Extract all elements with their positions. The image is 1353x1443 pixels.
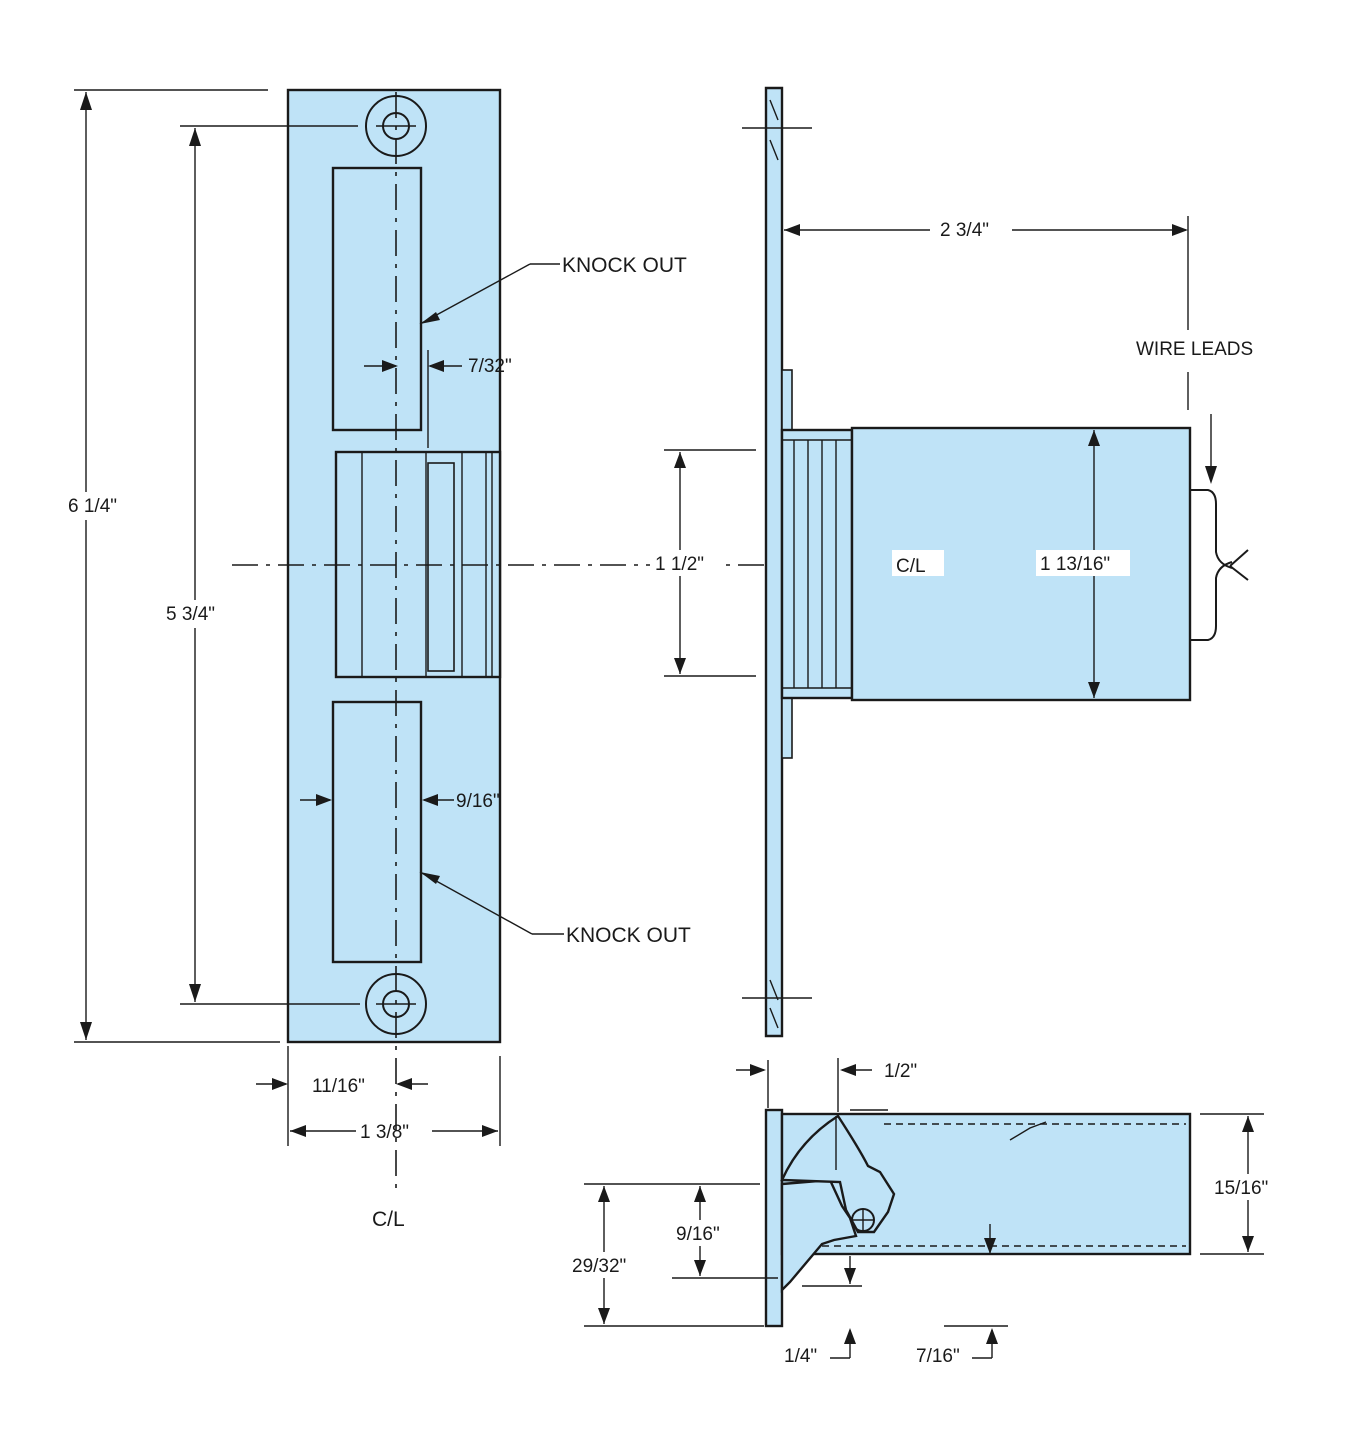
label-screw-spacing: 5 3/4" [166,604,215,625]
leader-knockout-bottom [419,871,564,935]
leader-wire-leads [1205,414,1217,484]
dim-cavity-depth [570,1183,764,1327]
dim-body-depth [1200,1113,1284,1255]
label-lip-offset: 1/2" [884,1061,917,1082]
label-overall-width: 1 3/8" [360,1122,409,1143]
label-cavity-depth: 29/32" [572,1256,626,1277]
section-view [764,1108,1192,1328]
label-body-height: 1 13/16" [1040,554,1110,575]
label-knockout-top: KNOCK OUT [562,254,687,277]
label-centerline-side: C/L [896,556,926,577]
label-keeper-depth: 9/16" [676,1224,720,1245]
label-overall-height: 6 1/4" [68,496,117,517]
dim-lip-offset [736,1058,872,1112]
knockout-bottom [331,700,423,964]
dim-latch-clearance [944,1224,1008,1359]
label-plate-thickness: 1/4" [784,1346,817,1367]
label-knockout-bottom: KNOCK OUT [566,924,691,947]
label-depth: 2 3/4" [940,220,989,241]
dim-knockout-offset [364,350,462,448]
label-knockout-width: 9/16" [456,791,500,812]
dim-plate-thickness [802,1256,862,1359]
dim-keeper-height [650,449,756,677]
dim-overall-height [64,89,280,1043]
dim-screw-spacing [162,125,360,1005]
label-half-width: 11/16" [312,1076,365,1097]
dim-overall-width [290,1125,498,1137]
front-view [286,88,502,1190]
leader-knockout-top [419,263,560,325]
dim-half-width [256,1046,501,1146]
dim-body-height [1036,430,1130,698]
label-latch-clearance: 7/16" [916,1346,960,1367]
dim-knockout-width [300,794,454,806]
label-knockout-offset: 7/32" [468,356,512,377]
label-wire-leads: WIRE LEADS [1136,339,1253,360]
label-body-depth: 15/16" [1214,1178,1268,1199]
label-keeper-height: 1 1/2" [655,554,704,575]
label-centerline-front: C/L [372,1208,405,1231]
dim-keeper-depth [672,1183,778,1279]
knockout-top [331,166,423,432]
keeper-front [334,450,502,679]
dim-depth [784,216,1189,410]
